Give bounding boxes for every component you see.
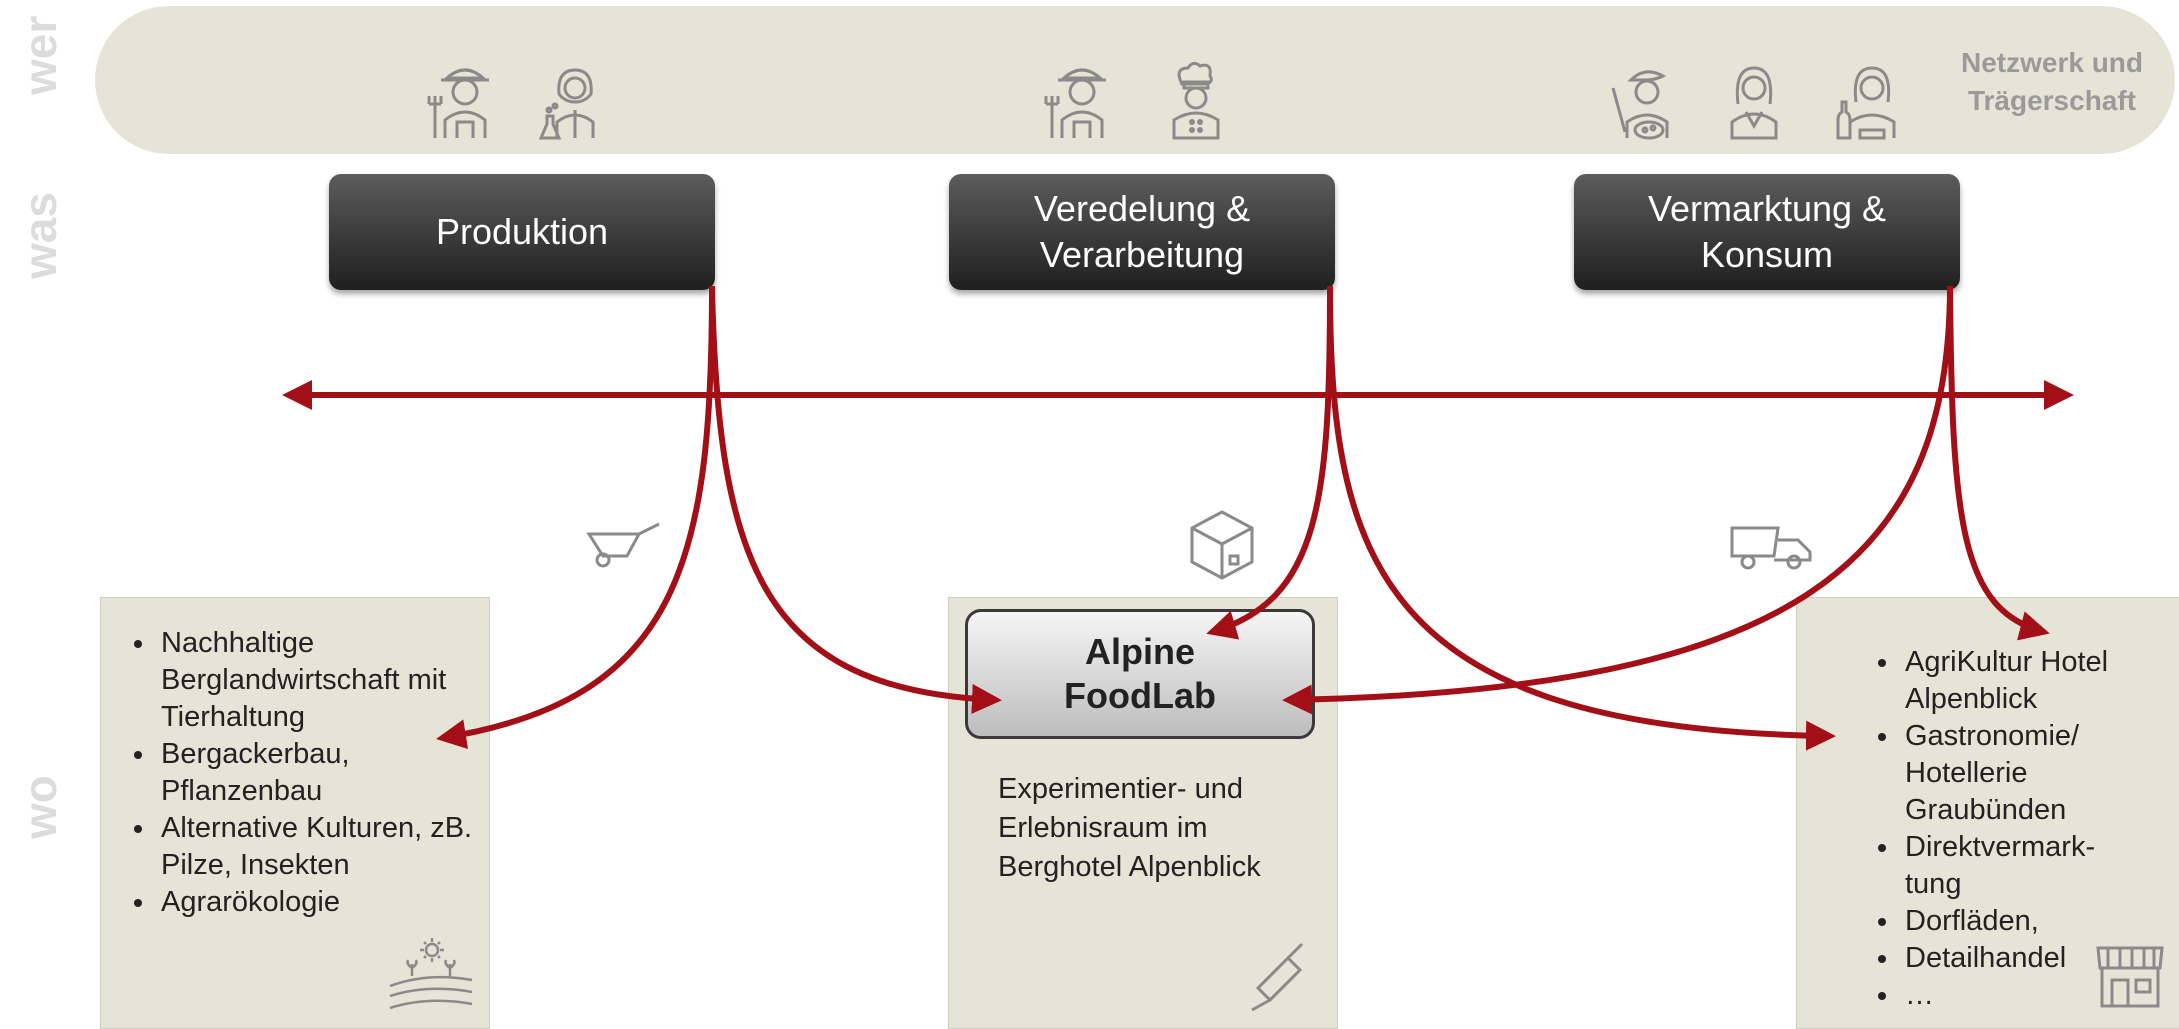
flow-arrow (709, 285, 1002, 714)
list-item: AgriKultur Hotel Alpenblick (1901, 644, 2177, 718)
list-item: … (1901, 977, 2177, 1014)
waiter-icon (1836, 66, 1896, 140)
foodlab-title-line1: Alpine (1084, 631, 1195, 672)
list-item: Nachhaltige Berglandwirtschaft mit Tierh… (157, 625, 489, 736)
network-label: Netzwerk und Trägerschaft (1942, 44, 2162, 120)
stage-veredelung: Veredelung & Verarbeitung (949, 174, 1335, 290)
list-item: Gastronomie/ Hotellerie Graubünden (1901, 718, 2177, 829)
chef-icon (1172, 61, 1220, 140)
list-item: Direktvermark-tung (1901, 829, 2177, 903)
list-item: Agrarökologie (157, 884, 489, 921)
stage-produktion: Produktion (329, 174, 715, 290)
flow-arrow (1327, 285, 1836, 751)
farmer-icon (427, 68, 489, 138)
vermarktung-list: AgriKultur Hotel Alpenblick Gastronomie/… (1797, 644, 2179, 1014)
field-sun-icon (389, 938, 473, 1010)
alpine-foodlab-box: Alpine FoodLab (965, 609, 1315, 739)
list-item: Bergackerbau, Pflanzenbau (157, 736, 489, 810)
foodlab-title-line2: FoodLab (1064, 675, 1216, 716)
shop-icon (2096, 946, 2164, 1008)
artist-icon (1611, 70, 1669, 140)
flow-arrow (436, 285, 715, 750)
flow-arrow (1282, 285, 1953, 715)
farmer-icon (1044, 68, 1106, 138)
woman-icon (1730, 66, 1778, 140)
rolling-pin-icon (1251, 942, 1304, 1012)
list-item: Dorfläden, (1901, 903, 2177, 940)
list-item: Alternative Kulturen, zB. Pilze, Insekte… (157, 810, 489, 884)
panel-vermarktung: AgriKultur Hotel Alpenblick Gastronomie/… (1796, 597, 2179, 1029)
foodlab-description: Experimentier- und Erlebnisraum im Bergh… (998, 773, 1261, 883)
flow-arrow (1947, 285, 2050, 641)
box-icon (1190, 510, 1254, 580)
truck-icon (1730, 526, 1812, 570)
scientist-icon (538, 68, 595, 140)
list-item: Detailhandel (1901, 940, 2177, 977)
wheelbarrow-icon (586, 522, 660, 568)
network-label-line1: Netzwerk und (1960, 47, 2144, 78)
network-label-line2: Trägerschaft (1967, 85, 2137, 116)
produktion-list: Nachhaltige Berglandwirtschaft mit Tierh… (101, 625, 489, 921)
stage-vermarktung: Vermarktung & Konsum (1574, 174, 1960, 290)
